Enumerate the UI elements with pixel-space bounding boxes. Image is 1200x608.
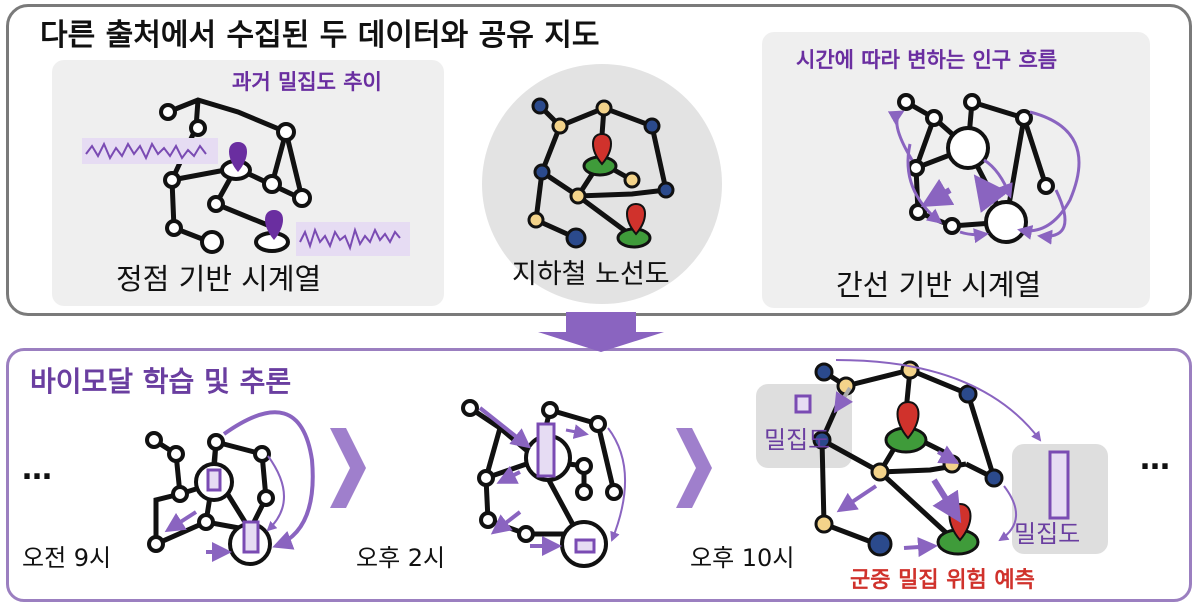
- red-location-pin: [592, 132, 646, 236]
- top-panel-title: 다른 출처에서 수집된 두 데이터와 공유 지도: [40, 18, 600, 53]
- time-label-night: 오후 10시: [690, 544, 795, 572]
- stage2-density-bars: [536, 422, 596, 554]
- ellipsis-left: …: [22, 452, 52, 487]
- population-flow-arrows: [887, 110, 1081, 245]
- time-label-afternoon: 오후 2시: [356, 544, 446, 572]
- crowd-risk-prediction-label: 군중 밀집 위험 예측: [850, 568, 1035, 593]
- density-trend-line-2: [299, 226, 401, 252]
- vertex-card-subtitle: 과거 밀집도 추이: [232, 70, 382, 94]
- edge-card-caption: 간선 기반 시계열: [836, 268, 1042, 302]
- time-label-morning: 오전 9시: [22, 544, 112, 572]
- density-label-1: 밀집도: [764, 426, 831, 454]
- down-arrow-icon: [538, 312, 664, 352]
- subway-nodes: [527, 97, 675, 249]
- purple-location-pin: [229, 142, 283, 240]
- subway-map-caption: 지하철 노선도: [512, 259, 670, 290]
- density-label-2: 밀집도: [1014, 520, 1081, 548]
- chevron-right-icon: [330, 428, 366, 508]
- vertex-timeseries-card: [52, 60, 444, 306]
- stage3-flow-arrows: [833, 359, 1042, 558]
- vertex-card-caption: 정점 기반 시계열: [116, 262, 322, 296]
- stage1-flow-arrows: [164, 410, 315, 562]
- stage3-density-bars: [794, 394, 1070, 520]
- edge-card-subtitle: 시간에 따라 변하는 인구 흐름: [796, 48, 1058, 72]
- density-trend-line-1: [85, 141, 207, 161]
- stage1-density-bars: [206, 468, 260, 554]
- bottom-panel-title: 바이모달 학습 및 추론: [30, 365, 292, 398]
- edge-timeseries-card: [762, 32, 1150, 308]
- vertex-graph-nodes: [159, 103, 312, 254]
- stage2-flow-arrows: [478, 406, 626, 556]
- ellipsis-right: …: [1140, 442, 1170, 477]
- chevron-right-icon-2: [676, 428, 712, 508]
